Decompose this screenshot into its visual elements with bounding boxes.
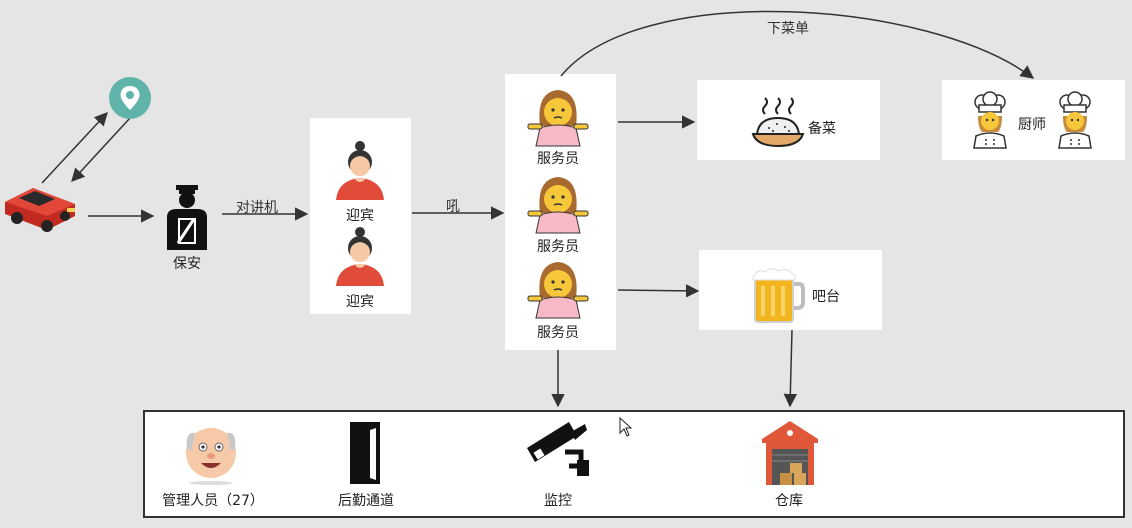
node-label-waiter-2: 服务员 [537, 239, 579, 255]
chef-icon [973, 91, 1007, 149]
guard-icon [167, 185, 207, 250]
waiter-icon [527, 177, 589, 234]
node-label-greeter-2: 迎宾 [346, 294, 374, 310]
greeter-icon [336, 227, 384, 286]
edge-waiter-to-bar [617, 284, 700, 298]
label-management: 管理人员（27） [162, 493, 264, 509]
node-label-prep: 备菜 [808, 121, 836, 137]
location-pin-icon [109, 77, 151, 119]
waiter-icon [527, 262, 589, 319]
edge-car-to-pin [41, 112, 108, 184]
node-label-security: 保安 [173, 256, 201, 272]
door-icon [350, 422, 380, 484]
label-warehouse: 仓库 [775, 493, 803, 509]
label-monitoring: 监控 [544, 493, 572, 509]
beer-mug-icon [752, 268, 805, 323]
edge-label-shout: 吼 [446, 199, 460, 215]
node-label-chef: 厨师 [1018, 117, 1046, 133]
edge-pin-to-car [71, 117, 131, 182]
node-label-bar: 吧台 [812, 289, 840, 305]
node-label-waiter-3: 服务员 [537, 325, 579, 341]
old-man-icon [186, 428, 236, 485]
edge-bar-to-warehouse [783, 329, 798, 408]
security-camera-icon [527, 422, 589, 476]
greeter-icon [336, 141, 384, 200]
edge-waiter-to-chef [560, 10, 1035, 79]
edge-label-walkie-talkie: 对讲机 [236, 200, 278, 216]
waiter-icon [527, 90, 589, 147]
car-icon [5, 188, 75, 232]
node-label-greeter-1: 迎宾 [346, 208, 374, 224]
edge-label-order: 下菜单 [767, 21, 809, 37]
chef-icon [1058, 91, 1092, 149]
facility-panel [143, 410, 1125, 518]
node-label-waiter-1: 服务员 [537, 151, 579, 167]
rice-bowl-icon [751, 97, 805, 148]
label-back-passage: 后勤通道 [338, 493, 394, 509]
mouse-cursor-icon [619, 416, 633, 437]
warehouse-icon [762, 421, 818, 485]
chef-card [942, 80, 1125, 160]
